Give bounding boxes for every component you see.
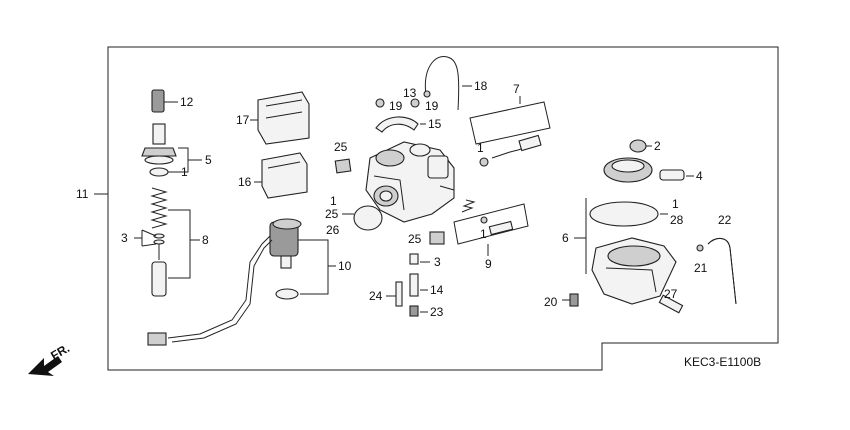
tube-clip-part (696, 244, 704, 252)
clamp-part (375, 116, 419, 133)
callout-13: 13 (403, 86, 417, 100)
choke-cap-part (603, 157, 694, 183)
callout-25-center: 25 (325, 207, 339, 221)
callout-12: 12 (180, 95, 194, 109)
plate-upper-part (334, 158, 352, 174)
front-direction-arrow: FR. (28, 341, 72, 376)
callout-26: 26 (326, 223, 340, 237)
callout-15: 15 (428, 117, 442, 131)
callout-17: 17 (236, 113, 250, 127)
callout-1-pilot: 1 (477, 141, 484, 155)
pilot-screw-part (479, 134, 542, 167)
group-7-box (469, 101, 551, 145)
callout-6: 6 (562, 231, 569, 245)
callout-3-left: 3 (121, 231, 128, 245)
callout-14: 14 (430, 283, 444, 297)
callout-8: 8 (202, 233, 209, 247)
callout-24: 24 (369, 289, 383, 303)
main-jet-part (409, 253, 430, 265)
callout-1-float: 1 (672, 197, 679, 211)
callout-20: 20 (544, 295, 558, 309)
choke-gasket-part (275, 288, 299, 300)
air-cover-lower-part (261, 152, 308, 199)
callout-21: 21 (694, 261, 708, 275)
spring-part (150, 187, 168, 229)
callout-2: 2 (654, 139, 661, 153)
air-cover-upper-part (257, 91, 310, 145)
callout-18: 18 (474, 79, 488, 93)
o-ring-part (149, 167, 169, 177)
throttle-screw-part (461, 199, 514, 236)
callout-23: 23 (430, 305, 444, 319)
jet-needle-part (151, 233, 167, 297)
callout-19-right: 19 (425, 99, 439, 113)
callout-7: 7 (513, 82, 520, 96)
callout-1-left: 1 (181, 165, 188, 179)
callout-1-throttle: 1 (480, 227, 487, 241)
choke-cover-part (629, 139, 652, 153)
needle-cap-part (151, 89, 178, 113)
direction-label: FR. (48, 341, 72, 363)
float-screw-part (658, 294, 684, 314)
callout-25-upper: 25 (334, 140, 348, 154)
callout-19-left: 19 (389, 99, 403, 113)
callout-5: 5 (205, 153, 212, 167)
callout-28: 28 (670, 213, 684, 227)
callout-9: 9 (485, 257, 492, 271)
callout-4: 4 (696, 169, 703, 183)
drain-screw-part (409, 305, 428, 317)
callout-11: 11 (76, 187, 89, 201)
auto-choke-part (147, 218, 302, 346)
diagram-code: KEC3-E1100B (684, 355, 761, 369)
needle-jet-part (409, 273, 428, 297)
vent-tube-part (424, 56, 460, 111)
callout-3-center: 3 (434, 255, 441, 269)
intake-gasket-part (353, 205, 383, 231)
callout-22: 22 (718, 213, 732, 227)
callout-27: 27 (664, 287, 678, 301)
slide-valve-part (141, 123, 177, 165)
drain-tube-part (707, 238, 737, 305)
plate-lower-part (429, 231, 445, 245)
float-gasket-part (589, 201, 659, 227)
float-chamber-part (591, 237, 677, 305)
drain-bolt-part (569, 293, 579, 307)
callout-1-center: 1 (330, 194, 337, 208)
diagram-frame (107, 46, 779, 371)
slow-jet-part (386, 281, 403, 307)
callout-10: 10 (338, 259, 352, 273)
group-9-box (453, 203, 529, 245)
callout-25-lower: 25 (408, 232, 422, 246)
carburetor-body-part (365, 141, 455, 223)
callout-16: 16 (238, 175, 252, 189)
